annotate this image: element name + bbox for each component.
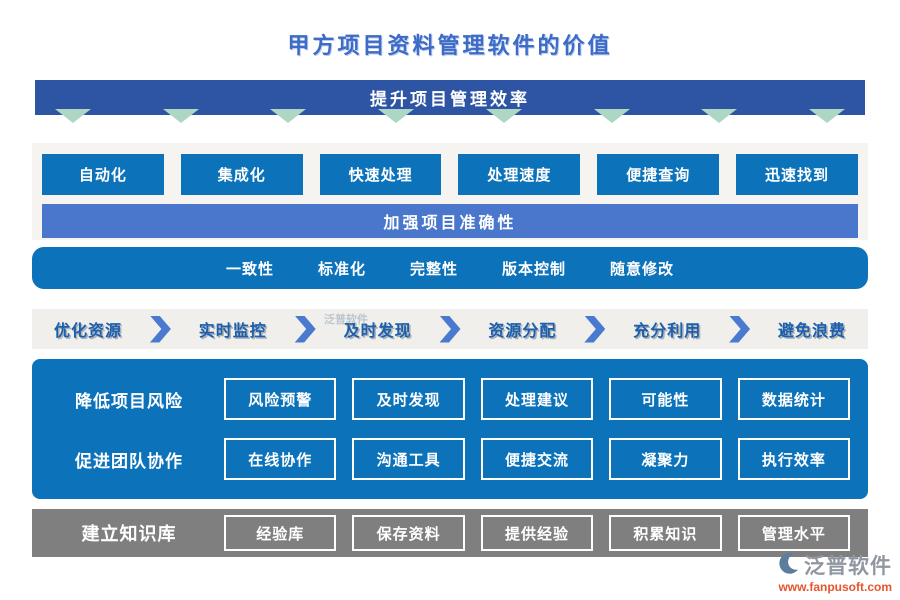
risk-item: 数据统计 [737,378,851,420]
efficiency-item: 快速处理 [319,154,442,195]
flow-step: 实时监控 [198,323,267,340]
team-row: 促进团队协作 在线协作 沟通工具 便捷交流 凝聚力 执行效率 [50,438,851,480]
efficiency-item: 迅速找到 [736,154,858,195]
accuracy-item: 完整性 [409,260,458,278]
team-row-label: 促进团队协作 [75,451,183,471]
knowledge-row: 建立知识库 经验库 保存资料 提供经验 积累知识 管理水平 [32,509,868,557]
chevron-right-icon [439,315,461,343]
efficiency-item: 便捷查询 [597,154,720,195]
flow-step: 及时发现 [343,323,412,340]
down-arrow-row [55,109,845,141]
knowledge-item: 经验库 [224,515,337,551]
risk-item: 处理建议 [480,378,594,420]
risk-item: 风险预警 [224,378,337,420]
risk-item: 及时发现 [352,378,465,420]
resource-flow-row: 泛普软件 优化资源 实时监控 及时发现 资源分配 充分利用 避免浪费 [32,309,868,349]
risk-row: 降低项目风险 风险预警 及时发现 处理建议 可能性 数据统计 [50,378,851,420]
chevron-right-icon [294,315,316,343]
knowledge-item: 管理水平 [737,515,851,551]
risk-item: 可能性 [609,378,722,420]
chevron-right-icon [729,315,751,343]
benefits-panel: 降低项目风险 风险预警 及时发现 处理建议 可能性 数据统计 促进团队协作 在线… [32,359,868,499]
fanpu-logo-url[interactable]: www.fanpusoft.com [778,580,892,594]
knowledge-row-label: 建立知识库 [81,524,177,544]
fanpu-logo-text: 泛普软件 [804,555,892,578]
flow-step: 优化资源 [54,323,123,340]
efficiency-item: 集成化 [180,154,303,195]
accuracy-item: 标准化 [317,260,366,278]
efficiency-banner: 提升项目管理效率 [35,80,865,115]
down-arrow-icon [593,109,630,141]
page-title: 甲方项目资料管理软件的价值 [287,33,613,58]
efficiency-item: 处理速度 [458,154,581,195]
down-arrow-icon [485,109,522,141]
down-arrow-icon [378,109,415,141]
flow-step: 充分利用 [633,323,702,340]
knowledge-item: 保存资料 [352,515,465,551]
accuracy-banner: 加强项目准确性 [42,204,858,238]
chevron-right-icon [149,315,171,343]
efficiency-section: 自动化 集成化 快速处理 处理速度 便捷查询 迅速找到 加强项目准确性 [32,143,868,240]
risk-row-label: 降低项目风险 [75,391,183,411]
fanpu-logo-icon [776,552,802,578]
accuracy-item: 随意修改 [610,260,675,278]
team-item: 执行效率 [737,438,851,480]
accuracy-item: 版本控制 [502,260,567,278]
down-arrow-icon [270,109,307,141]
team-item: 凝聚力 [609,438,722,480]
chevron-right-icon [584,315,606,343]
efficiency-item-row: 自动化 集成化 快速处理 处理速度 便捷查询 迅速找到 [42,154,858,195]
flow-step: 资源分配 [488,323,557,340]
fanpu-logo[interactable]: 泛普软件 www.fanpusoft.com [776,550,892,594]
down-arrow-icon [162,109,199,141]
flow-step: 避免浪费 [777,323,846,340]
down-arrow-icon [701,109,738,141]
down-arrow-icon [55,109,91,141]
down-arrow-icon [808,109,845,141]
accuracy-item-bar: 一致性 标准化 完整性 版本控制 随意修改 [32,247,868,289]
knowledge-item: 提供经验 [480,515,594,551]
team-item: 沟通工具 [352,438,465,480]
team-item: 便捷交流 [480,438,594,480]
team-item: 在线协作 [224,438,337,480]
knowledge-item: 积累知识 [609,515,722,551]
accuracy-item: 一致性 [225,260,274,278]
efficiency-item: 自动化 [42,154,164,195]
